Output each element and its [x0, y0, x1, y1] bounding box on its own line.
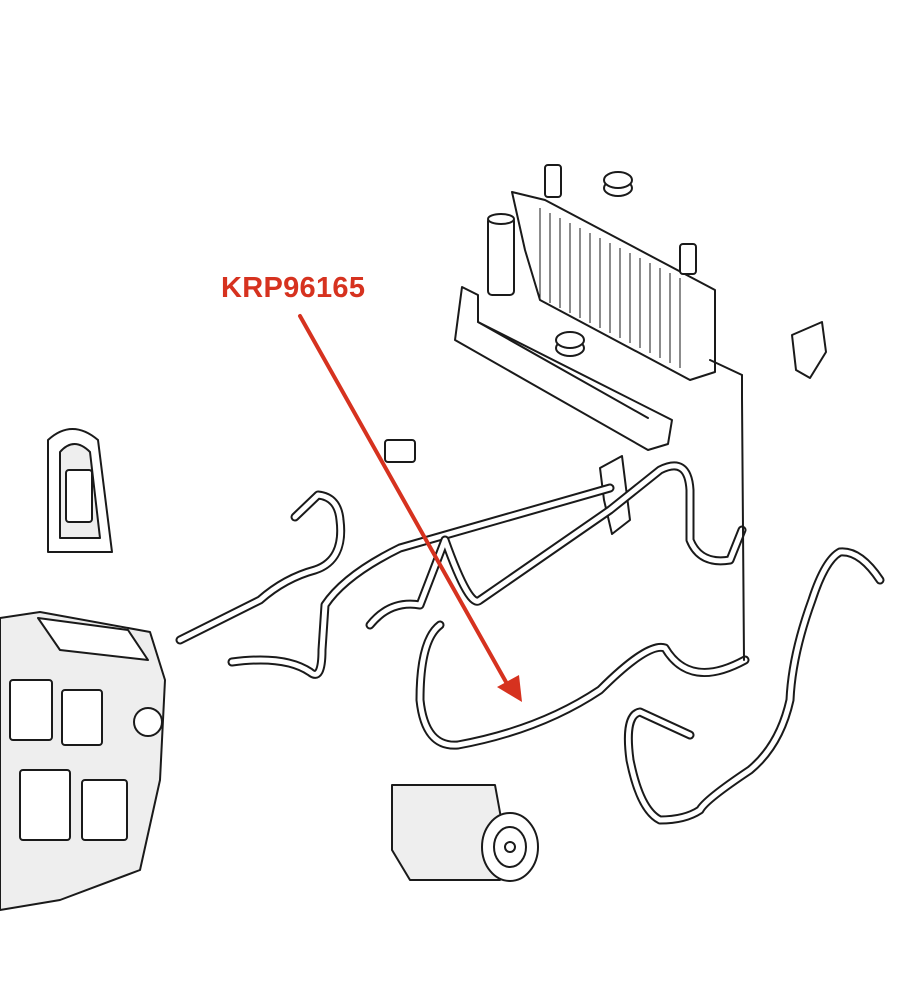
part-number-callout-label: KRP96165 — [221, 272, 366, 304]
refrigerant-hoses — [175, 397, 885, 825]
clip-bracket-illustration — [384, 439, 416, 463]
rubber-mount-top — [603, 171, 633, 197]
side-bracket-illustration — [791, 321, 827, 379]
compressor-illustration — [391, 784, 539, 882]
condenser-illustration — [511, 164, 743, 399]
hvac-housing-illustration — [0, 611, 166, 911]
callout-arrow — [298, 314, 522, 702]
lower-support-bracket-illustration — [454, 286, 673, 451]
receiver-drier-illustration — [487, 213, 515, 296]
rubber-mount-middle — [555, 331, 585, 357]
gasket-plate-illustration — [47, 428, 113, 553]
